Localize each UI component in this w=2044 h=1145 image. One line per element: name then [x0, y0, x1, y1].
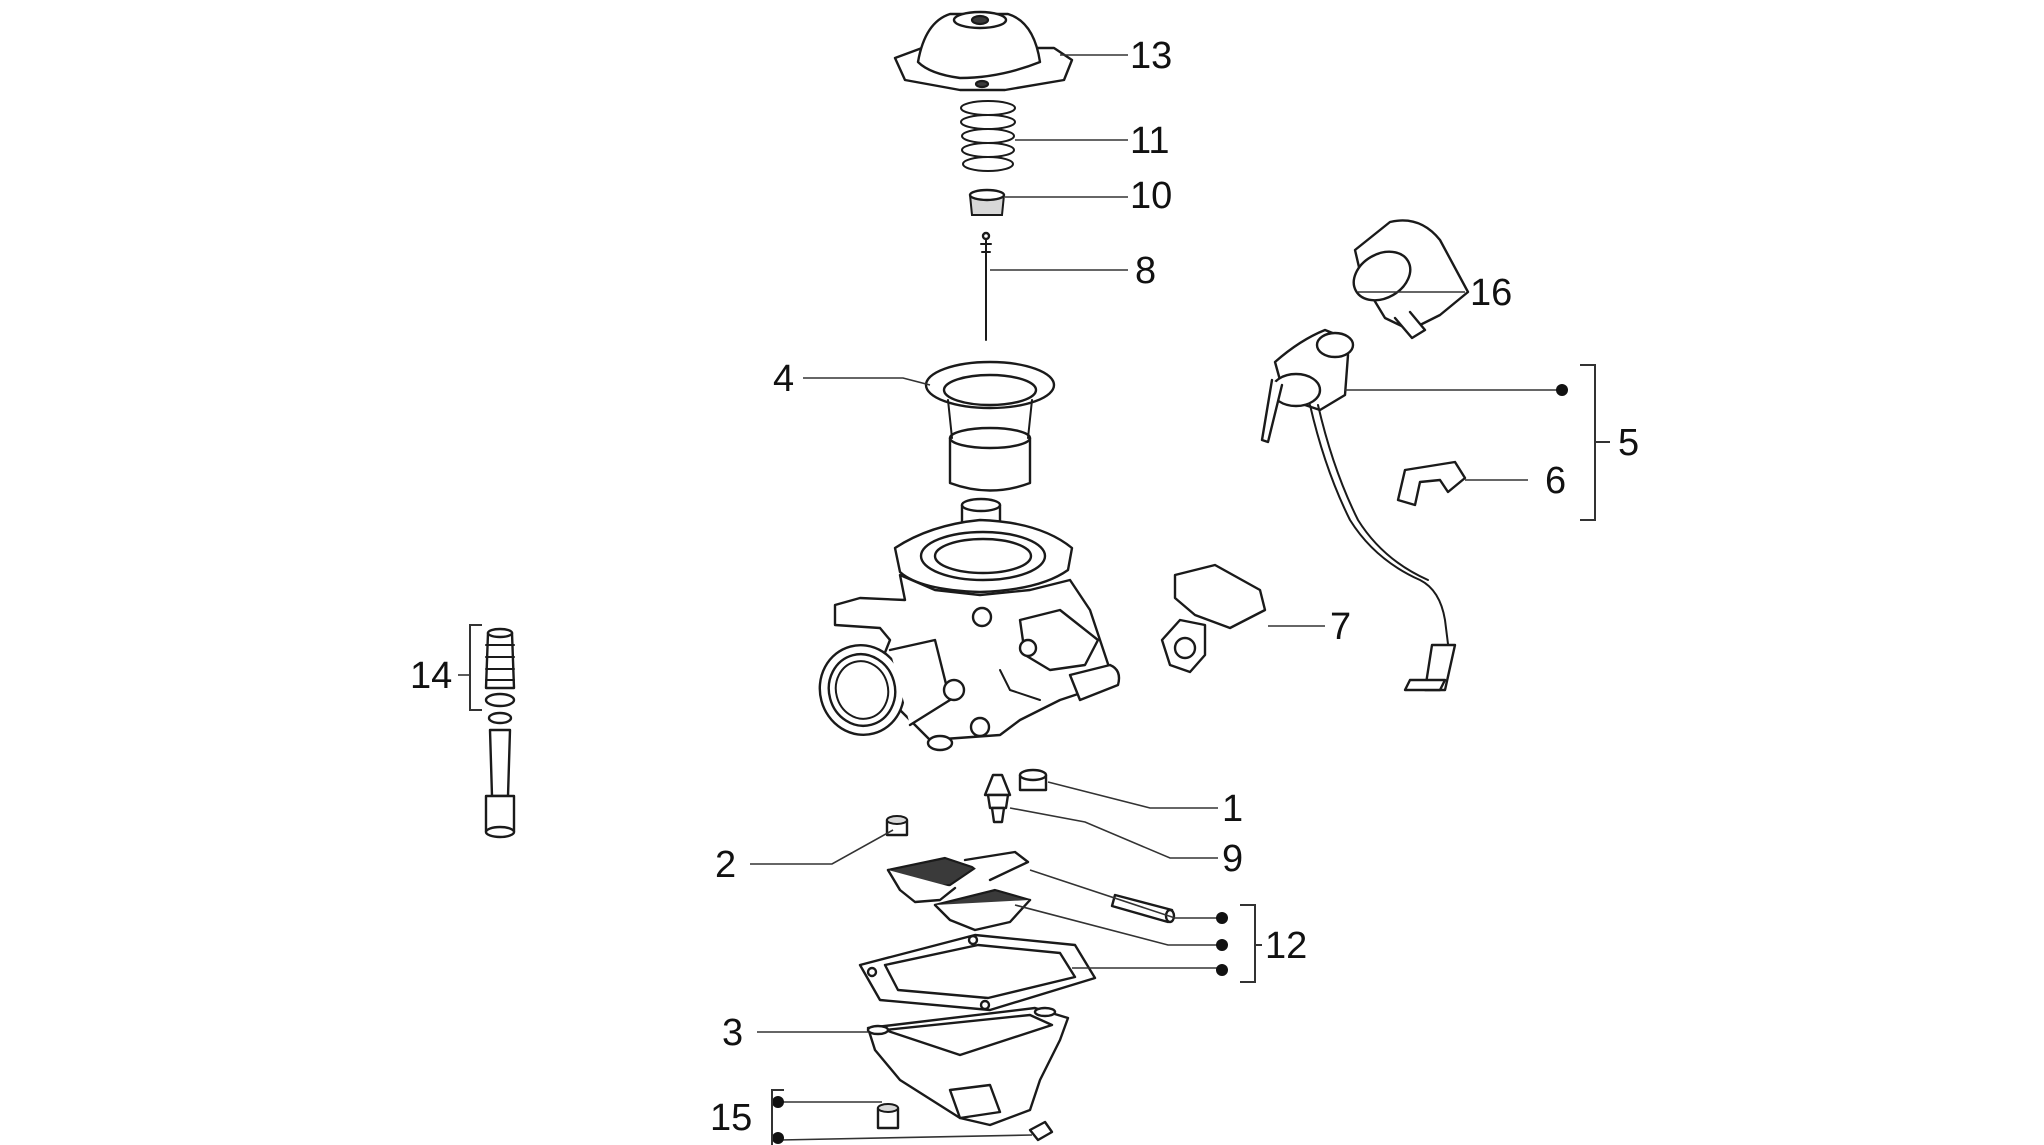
label-4: 4	[773, 358, 794, 400]
label-15: 15	[710, 1097, 752, 1139]
label-10: 10	[1130, 175, 1172, 217]
label-9: 9	[1222, 838, 1243, 880]
part-12-float-pin	[1110, 893, 1176, 924]
label-1: 1	[1222, 788, 1243, 830]
part-9-needle-valve	[983, 773, 1012, 824]
group-brackets	[469, 364, 1610, 1145]
part-1-jet	[1018, 768, 1048, 792]
part-13-cover	[893, 10, 1074, 92]
part-12-float	[886, 850, 1032, 932]
part-6-clip	[1396, 460, 1467, 507]
label-7: 7	[1330, 606, 1351, 648]
label-11: 11	[1130, 120, 1169, 162]
part-3-float-bowl	[866, 1006, 1070, 1127]
carburettor-body	[818, 497, 1121, 752]
label-14: 14	[410, 655, 452, 697]
part-11-spring	[960, 100, 1016, 172]
part-14-idle-screw	[484, 627, 516, 839]
label-8: 8	[1135, 250, 1156, 292]
part-16-cap	[1352, 219, 1470, 340]
reference-dots	[772, 384, 1568, 1144]
label-12: 12	[1265, 925, 1307, 967]
part-7-choke-lever	[1160, 563, 1267, 674]
label-3: 3	[722, 1012, 743, 1054]
label-13: 13	[1130, 35, 1172, 77]
part-15-screws	[876, 1103, 1054, 1142]
part-8-needle	[980, 231, 992, 341]
part-4-diaphragm-slide	[924, 360, 1056, 492]
label-5: 5	[1618, 422, 1639, 464]
label-16: 16	[1470, 272, 1512, 314]
part-5-starter-cable	[1260, 328, 1457, 692]
part-10-needle-holder	[968, 188, 1006, 216]
part-labels: 13 11 10 8 16 4 5 6 7 14 1 9 2 12 3 15	[410, 35, 1639, 1139]
label-6: 6	[1545, 460, 1566, 502]
leader-lines	[458, 54, 1560, 1141]
label-2: 2	[715, 844, 736, 886]
part-12-gasket	[858, 933, 1097, 1012]
